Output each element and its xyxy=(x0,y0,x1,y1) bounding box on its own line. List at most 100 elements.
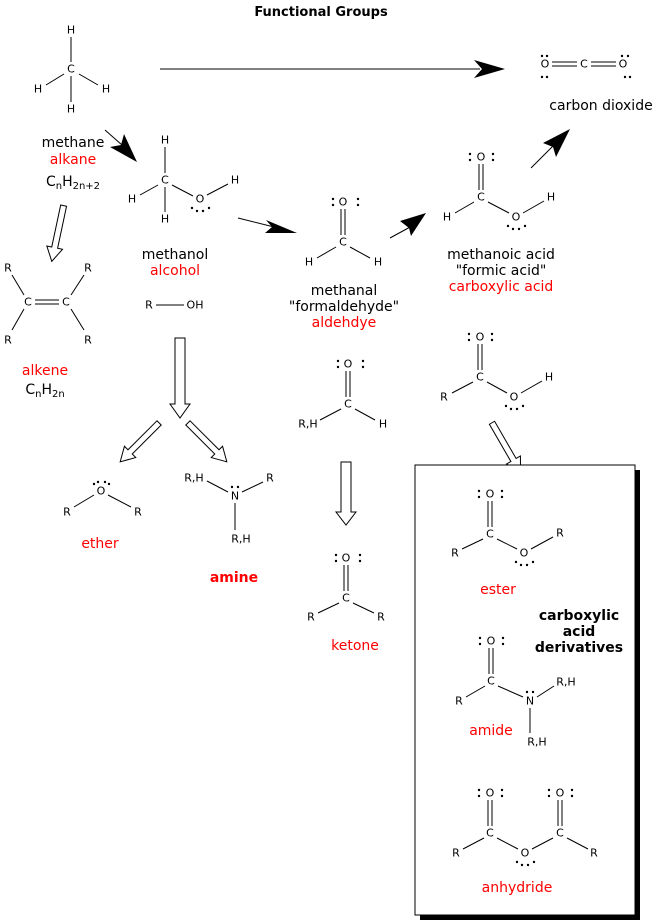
hollow-arrow-acid-to-derivatives xyxy=(488,420,522,473)
atom-label: C xyxy=(161,174,169,187)
atom-label: C xyxy=(342,592,350,605)
atom-label: H xyxy=(305,256,313,269)
atom-label: C xyxy=(25,382,35,398)
atom-label: R xyxy=(452,847,460,860)
atom-label: R xyxy=(84,334,92,347)
atom-label: R xyxy=(145,299,153,312)
methane-name: methane xyxy=(42,135,105,151)
ketone-structure: O C R R xyxy=(307,552,385,624)
atom-label: R xyxy=(440,391,448,404)
atom-label: C xyxy=(556,827,564,840)
derivatives-heading-line1: carboxylic xyxy=(539,608,619,624)
atom-label: C xyxy=(487,675,495,688)
atom-label: H xyxy=(379,418,387,431)
atom-label: H xyxy=(161,213,169,226)
arrow-acid-to-co2 xyxy=(530,129,570,169)
hollow-arrow-to-ether xyxy=(119,420,162,463)
atom-label: O xyxy=(512,211,521,224)
atom-label: R xyxy=(4,262,12,275)
atom-label: R,H xyxy=(527,736,546,749)
atom-label: R xyxy=(134,506,142,519)
atom-label: H xyxy=(41,382,52,398)
atom-label: O xyxy=(476,331,485,344)
formic-acid-name: "formic acid" xyxy=(456,263,547,279)
atom-label: C xyxy=(46,174,56,190)
atom-label: O xyxy=(556,787,565,800)
atom-label: H xyxy=(34,83,42,96)
atom-label: R xyxy=(455,695,463,708)
methanal-common-name: "formaldehyde" xyxy=(289,299,399,315)
aldehyde-general-structure: O C R,H H xyxy=(298,358,387,431)
atom-label: H xyxy=(62,174,73,190)
amine-structure: N R,H R R,H xyxy=(184,472,274,546)
atom-label: 2n+2 xyxy=(73,181,100,192)
atom-label: 2n xyxy=(52,389,65,400)
hollow-arrow-to-amine xyxy=(185,420,228,463)
amide-structure: O C R N R,H R,H xyxy=(455,635,576,749)
atom-label: R,H xyxy=(231,533,250,546)
atom-label: R xyxy=(590,847,598,860)
atom-label: R xyxy=(4,334,12,347)
atom-label: H xyxy=(102,83,110,96)
atom-label: C xyxy=(486,528,494,541)
atom-label: H xyxy=(128,193,136,206)
atom-label: C xyxy=(339,236,347,249)
carboxylic-acid-derivatives-box xyxy=(414,464,640,920)
methanol-name: methanol xyxy=(142,247,209,263)
atom-label: O xyxy=(97,485,106,498)
atom-label: R xyxy=(84,262,92,275)
derivatives-heading-line3: derivatives xyxy=(535,640,623,656)
atom-label: OH xyxy=(187,299,204,312)
atom-label: C xyxy=(476,371,484,384)
atom-label: R xyxy=(556,527,564,540)
anhydride-class: anhydride xyxy=(482,880,553,896)
atom-label: H xyxy=(545,371,553,384)
methane-structure: H C H H H xyxy=(34,24,110,116)
hollow-arrow-alcohol-down xyxy=(169,337,191,419)
atom-label: n xyxy=(35,389,41,400)
carbon-dioxide-name: carbon dioxide xyxy=(549,98,652,114)
atom-label: N xyxy=(526,695,534,708)
atom-label: H xyxy=(231,174,239,187)
ether-structure: O R R xyxy=(63,480,142,519)
atom-label: O xyxy=(521,847,530,860)
atom-label: O xyxy=(541,58,550,71)
atom-label: R,H xyxy=(184,472,203,485)
arrow-methanal-to-acid xyxy=(389,213,426,239)
amide-class: amide xyxy=(469,723,513,739)
ether-class: ether xyxy=(81,536,119,552)
methanoic-acid-name: methanoic acid xyxy=(447,247,555,263)
alkene-class: alkene xyxy=(22,363,68,379)
atom-label: H xyxy=(67,103,75,116)
atom-label: H xyxy=(547,191,555,204)
atom-label: n xyxy=(56,181,62,192)
anhydride-structure: O C R O C O R xyxy=(452,787,598,867)
atom-label: R xyxy=(307,611,315,624)
methanoic-acid-structure: O C H O H xyxy=(443,151,555,231)
atom-label: H xyxy=(161,134,169,147)
methanal-class: aldehdye xyxy=(312,315,377,331)
atom-label: R xyxy=(63,506,71,519)
atom-label: O xyxy=(339,196,348,209)
arrow-methane-to-co2 xyxy=(160,60,505,78)
atom-label: H xyxy=(67,24,75,37)
methanal-structure: O C H H xyxy=(305,196,382,269)
methane-class: alkane xyxy=(50,152,96,168)
atom-label: O xyxy=(477,151,486,164)
ester-class: ester xyxy=(480,582,516,598)
carboxylic-acid-general-structure: O C R O H xyxy=(440,331,553,411)
atom-label: O xyxy=(196,193,205,206)
alkene-structure: C C R R R R xyxy=(4,262,92,347)
atom-label: O xyxy=(486,787,495,800)
atom-label: H xyxy=(374,256,382,269)
derivatives-heading-line2: acid xyxy=(563,624,596,640)
atom-label: O xyxy=(510,391,519,404)
methanol-class: alcohol xyxy=(150,263,200,279)
atom-label: C xyxy=(344,398,352,411)
arrow-methanol-to-methanal xyxy=(237,217,297,233)
atom-label: O xyxy=(344,358,353,371)
atom-label: O xyxy=(342,552,351,565)
atom-label: R xyxy=(451,547,459,560)
methanal-name: methanal xyxy=(311,283,378,299)
atom-label: C xyxy=(67,63,75,76)
